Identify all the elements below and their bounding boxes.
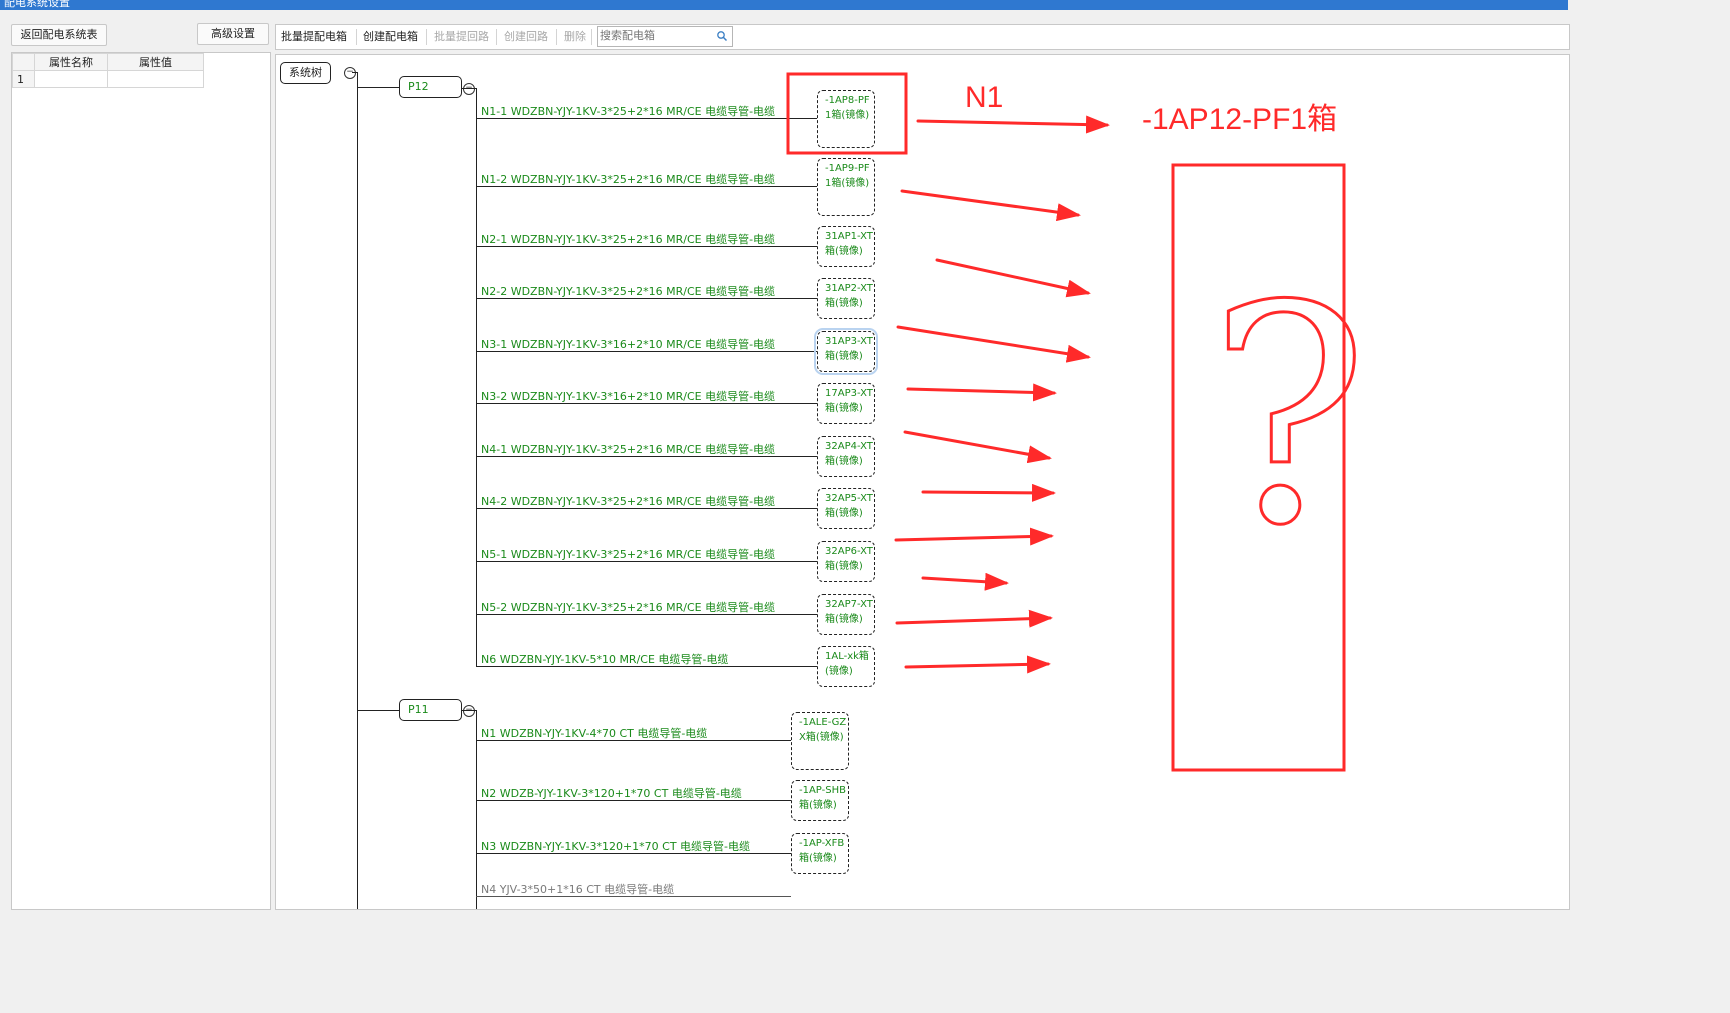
box-node-1al-xk[interactable]: 1AL-xk箱(镜像)	[817, 646, 875, 687]
circuit-label-n3-1[interactable]: N3-1 WDZBN-YJY-1KV-3*16+2*10 MR/CE 电缆导管-…	[481, 338, 776, 351]
back-to-system-table-button[interactable]: 返回配电系统表	[11, 24, 107, 46]
annotation-arrow-3	[935, 258, 1091, 298]
circuit-label-n2-1[interactable]: N2-1 WDZBN-YJY-1KV-3*25+2*16 MR/CE 电缆导管-…	[481, 233, 776, 246]
annotation-arrow-9	[921, 572, 1009, 591]
annotation-arrow-8	[894, 527, 1054, 546]
box-node-1ap9-pf1[interactable]: -1AP9-PF1箱(镜像)	[817, 158, 875, 216]
box-node-1ap8-pf1[interactable]: -1AP8-PF1箱(镜像)	[817, 90, 875, 148]
annotation-arrow-5	[906, 383, 1057, 402]
circuit-label-n5-1[interactable]: N5-1 WDZBN-YJY-1KV-3*25+2*16 MR/CE 电缆导管-…	[481, 548, 776, 561]
circuit-label-p11-n4[interactable]: N4 YJV-3*50+1*16 CT 电缆导管-电缆	[481, 883, 675, 896]
circuit-label-p11-n1[interactable]: N1 WDZBN-YJY-1KV-4*70 CT 电缆导管-电缆	[481, 727, 708, 740]
group-node-p12[interactable]: P12	[399, 76, 462, 98]
box-node-1ale-gzx[interactable]: -1ALE-GZX箱(镜像)	[791, 712, 849, 770]
row-number: 1	[12, 70, 35, 88]
create-circuit-button[interactable]: 创建回路	[504, 30, 548, 43]
n1-annotation: N1	[965, 81, 1003, 114]
batch-extract-circuit-button[interactable]: 批量提回路	[434, 30, 489, 43]
box-node-32ap7-xt[interactable]: 32AP7-XT箱(镜像)	[817, 594, 875, 635]
property-grid: 属性名称 属性值 1	[12, 53, 204, 88]
circuit-label-p11-n3[interactable]: N3 WDZBN-YJY-1KV-3*120+1*70 CT 电缆导管-电缆	[481, 840, 751, 853]
box-node-1ap-xfb[interactable]: -1AP-XFB箱(镜像)	[791, 833, 849, 874]
box-node-1ap-shb[interactable]: -1AP-SHB箱(镜像)	[791, 780, 849, 821]
column-header-value: 属性值	[107, 53, 204, 71]
circuit-label-n6[interactable]: N6 WDZBN-YJY-1KV-5*10 MR/CE 电缆导管-电缆	[481, 653, 729, 666]
search-icon[interactable]	[716, 30, 728, 42]
circuit-label-n1-1[interactable]: N1-1 WDZBN-YJY-1KV-3*25+2*16 MR/CE 电缆导管-…	[481, 105, 776, 118]
window-title: 配电系统设置	[4, 0, 70, 9]
annotation-arrow-4	[896, 325, 1091, 363]
box-node-31ap2-xt[interactable]: 31AP2-XT箱(镜像)	[817, 278, 875, 319]
circuit-label-n4-2[interactable]: N4-2 WDZBN-YJY-1KV-3*25+2*16 MR/CE 电缆导管-…	[481, 495, 776, 508]
box-node-32ap5-xt[interactable]: 32AP5-XT箱(镜像)	[817, 488, 875, 529]
annotation-overlay: N1 -1AP12-PF1箱 ?	[786, 72, 1370, 772]
collapse-root-icon[interactable]: −	[344, 67, 356, 79]
box-node-17ap3-xt[interactable]: 17AP3-XT箱(镜像)	[817, 383, 875, 424]
box-node-31ap3-xt[interactable]: 31AP3-XT箱(镜像)	[814, 328, 878, 375]
advanced-settings-button[interactable]: 高级设置	[197, 23, 269, 45]
annotation-arrow-10	[895, 609, 1053, 628]
highlight-rectangle	[786, 72, 908, 155]
annotation-arrow-1	[916, 115, 1110, 134]
question-mark-annotation: ?	[1208, 242, 1369, 591]
create-box-button[interactable]: 创建配电箱	[363, 30, 418, 43]
placeholder-rectangle	[1171, 163, 1346, 772]
property-panel: 属性名称 属性值 1	[11, 52, 271, 910]
circuit-label-n4-1[interactable]: N4-1 WDZBN-YJY-1KV-3*25+2*16 MR/CE 电缆导管-…	[481, 443, 776, 456]
system-tree-canvas: 系统树 − P12 − P11 − N1-1 WDZBN-YJY-1KV-3*2…	[275, 54, 1570, 910]
title-bar: 配电系统设置	[0, 0, 1568, 10]
circuit-label-n1-2[interactable]: N1-2 WDZBN-YJY-1KV-3*25+2*16 MR/CE 电缆导管-…	[481, 173, 776, 186]
box-node-32ap4-xt[interactable]: 32AP4-XT箱(镜像)	[817, 436, 875, 477]
annotation-arrow-7	[921, 483, 1056, 502]
batch-extract-box-button[interactable]: 批量提配电箱	[281, 30, 347, 43]
target-box-annotation: -1AP12-PF1箱	[1142, 103, 1337, 136]
circuit-label-n5-2[interactable]: N5-2 WDZBN-YJY-1KV-3*25+2*16 MR/CE 电缆导管-…	[481, 601, 776, 614]
box-node-31ap1-xt[interactable]: 31AP1-XT箱(镜像)	[817, 226, 875, 267]
property-value-cell[interactable]	[107, 70, 204, 88]
annotation-arrow-11	[904, 655, 1051, 674]
search-box	[597, 26, 733, 47]
circuit-label-n2-2[interactable]: N2-2 WDZBN-YJY-1KV-3*25+2*16 MR/CE 电缆导管-…	[481, 285, 776, 298]
delete-button[interactable]: 删除	[564, 30, 586, 43]
group-node-p11[interactable]: P11	[399, 699, 462, 721]
circuit-label-n3-2[interactable]: N3-2 WDZBN-YJY-1KV-3*16+2*10 MR/CE 电缆导管-…	[481, 390, 776, 403]
toolbar: 批量提配电箱 创建配电箱 批量提回路 创建回路 删除	[275, 24, 1570, 50]
search-input[interactable]	[600, 28, 714, 43]
circuit-label-p11-n2[interactable]: N2 WDZB-YJY-1KV-3*120+1*70 CT 电缆导管-电缆	[481, 787, 742, 800]
annotation-arrow-6	[903, 430, 1052, 464]
tree-root-node[interactable]: 系统树	[280, 62, 331, 84]
box-node-32ap6-xt[interactable]: 32AP6-XT箱(镜像)	[817, 541, 875, 582]
annotation-arrow-2	[900, 189, 1081, 222]
